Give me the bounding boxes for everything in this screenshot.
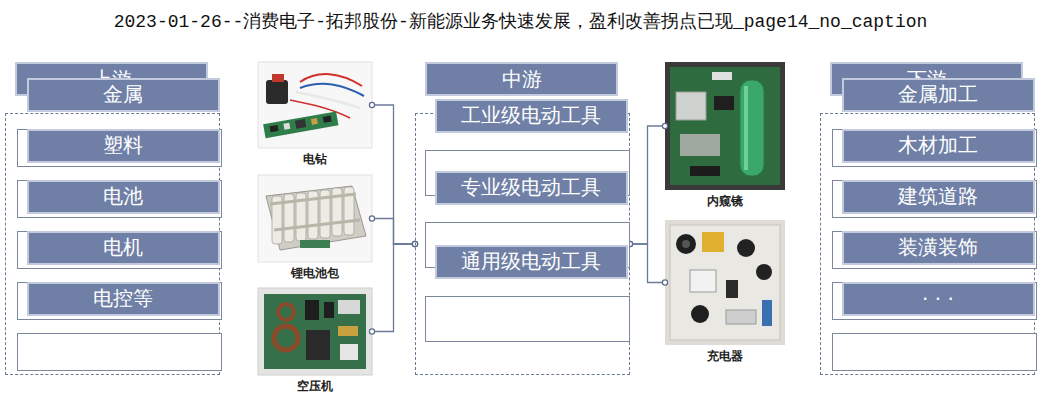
box-label: 金属: [27, 78, 220, 112]
product-photo: 电钻: [258, 62, 372, 148]
box-label: 木材加工: [842, 129, 1035, 163]
connector-dot: [369, 329, 374, 334]
charger-board-photo: [665, 220, 785, 345]
process-box: 通用级电动工具: [425, 296, 630, 342]
box-label: 专业级电动工具: [435, 171, 628, 205]
connector-dot: [369, 102, 374, 107]
stage-group: 中游工业级电动工具专业级电动工具通用级电动工具: [415, 113, 630, 375]
stage-group: 上游金属塑料电池电机电控等: [5, 113, 220, 375]
battery-pack-photo: [258, 175, 372, 262]
box-label: 电机: [27, 231, 220, 265]
stage-group: 下游金属加工木材加工建筑道路装潢装饰· · ·: [820, 113, 1035, 375]
endoscope-board-photo: [665, 62, 785, 190]
connector: [372, 105, 415, 244]
connector: [630, 244, 665, 283]
drill-board-photo: [258, 62, 372, 148]
process-box: 电控等: [17, 333, 222, 371]
box-label: 通用级电动工具: [435, 245, 628, 279]
photo-caption: 内窥镜: [665, 193, 785, 210]
box-label: 金属加工: [842, 78, 1035, 112]
product-photo: 空压机: [258, 288, 372, 375]
connector: [372, 219, 415, 245]
box-label: 电池: [27, 180, 220, 214]
box-label: 塑料: [27, 129, 220, 163]
connector-dot: [662, 123, 667, 128]
box-label: · · ·: [842, 282, 1035, 316]
stage-heading: 中游: [425, 62, 618, 96]
box-label: 建筑道路: [842, 180, 1035, 214]
process-box: · · ·: [832, 333, 1037, 371]
connector-dot: [369, 216, 374, 221]
product-photo: 内窥镜: [665, 62, 785, 190]
box-label: 电控等: [27, 282, 220, 316]
photo-caption: 空压机: [258, 378, 372, 395]
photo-caption: 充电器: [665, 348, 785, 365]
box-label: 装潢装饰: [842, 231, 1035, 265]
product-photo: 锂电池包: [258, 175, 372, 262]
photo-caption: 电钻: [258, 151, 372, 168]
product-photo: 充电器: [665, 220, 785, 345]
connector: [630, 126, 665, 244]
box-label: 工业级电动工具: [435, 99, 628, 133]
connector: [372, 244, 415, 332]
photo-caption: 锂电池包: [258, 265, 372, 282]
connector-dot: [662, 280, 667, 285]
page-title: 2023-01-26--消费电子-拓邦股份-新能源业务快速发展，盈利改善拐点已现…: [0, 9, 1041, 33]
compressor-board-photo: [258, 288, 372, 375]
